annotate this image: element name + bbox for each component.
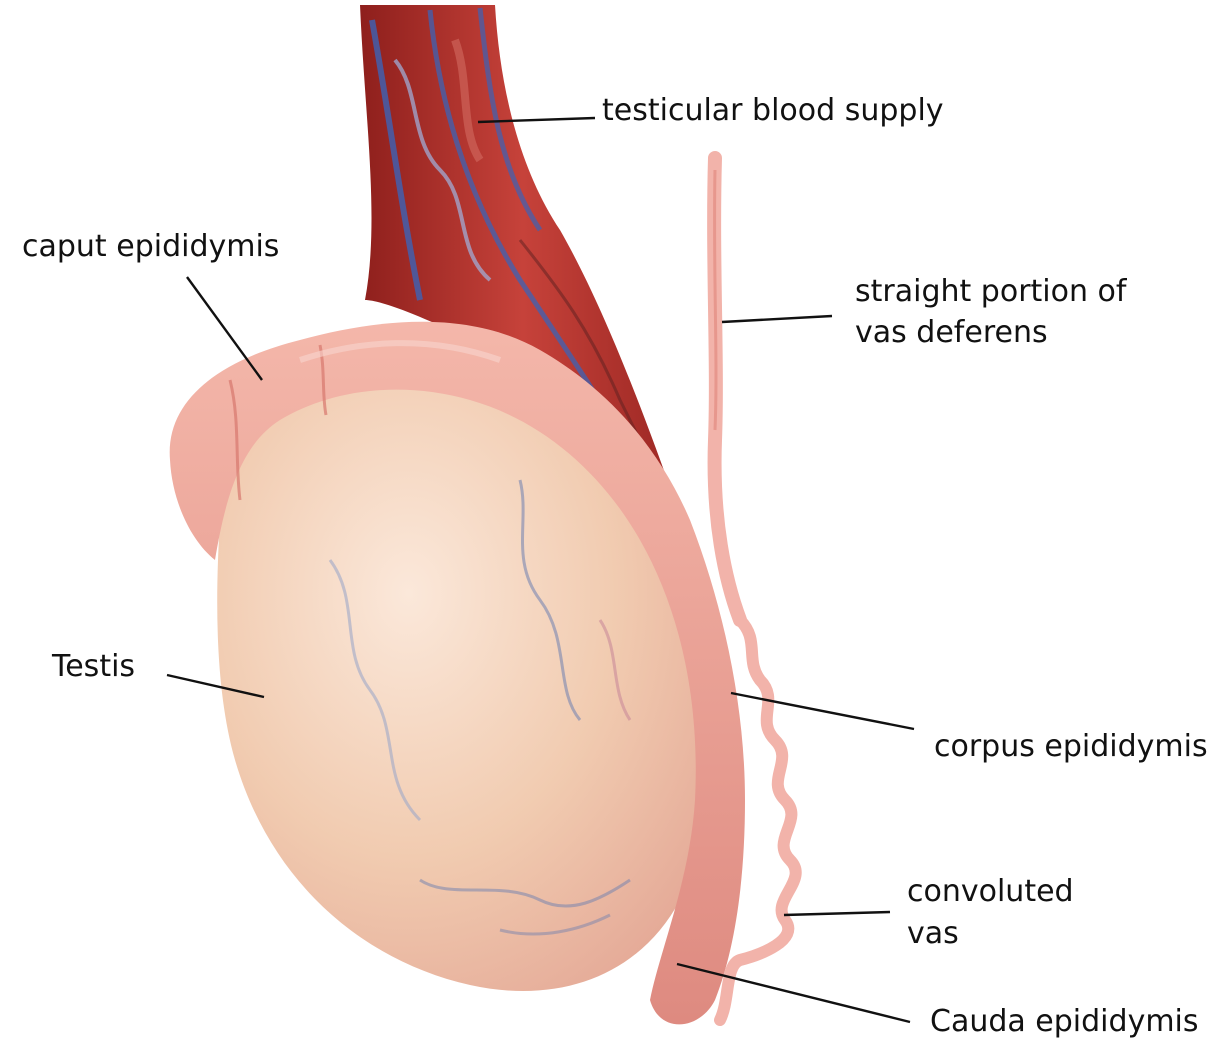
label-convoluted: convoluted (907, 873, 1074, 911)
label-testis: Testis (52, 648, 135, 686)
label-straight-portion-of-vas: straight portion of (855, 273, 1126, 311)
leader-line-convoluted (784, 912, 890, 915)
label-vas: vas (907, 915, 959, 953)
label-vas-deferens: vas deferens (855, 314, 1048, 352)
label-corpus-epididymis: corpus epididymis (934, 728, 1208, 766)
leader-line-vas-straight (722, 316, 832, 322)
label-testicular-blood-supply: testicular blood supply (602, 92, 944, 130)
label-caput-epididymis: caput epididymis (22, 228, 279, 266)
leader-line-caput (187, 277, 262, 380)
leader-line-corpus (731, 693, 914, 729)
label-cauda-epididymis: Cauda epididymis (930, 1003, 1199, 1041)
